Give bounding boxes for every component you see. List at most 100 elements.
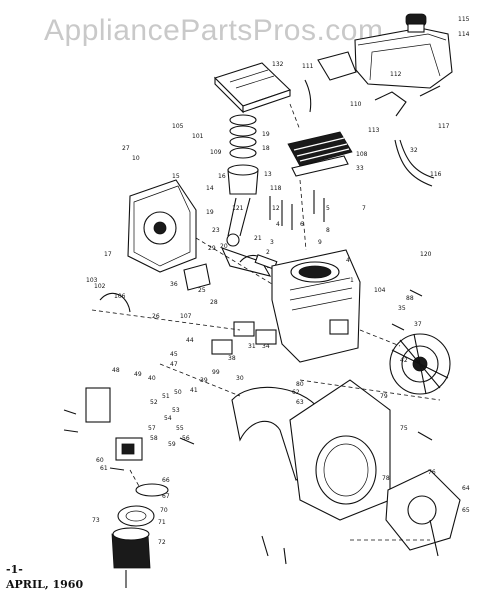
callout: 37 xyxy=(414,321,422,328)
cylinder-block xyxy=(271,249,361,363)
callout: 47 xyxy=(170,361,178,368)
callout: 73 xyxy=(92,517,100,524)
callout: 114 xyxy=(458,31,470,38)
part-callouts: 115 114 132 112 111 110 113 117 105 19 1… xyxy=(86,16,470,546)
callout: 55 xyxy=(176,425,184,432)
callout: 72 xyxy=(158,539,166,546)
callout: 27 xyxy=(122,145,130,152)
callout: 26 xyxy=(152,313,160,320)
carburetor xyxy=(111,437,169,569)
callout: 12 xyxy=(272,205,280,212)
piston-assembly xyxy=(226,114,259,247)
callout: 64 xyxy=(462,485,470,492)
callout: 36 xyxy=(170,281,178,288)
page-number: -1- xyxy=(6,563,23,576)
callout: 113 xyxy=(368,127,380,134)
callout: 17 xyxy=(104,251,112,258)
callout: 117 xyxy=(438,123,450,130)
callout: 106 xyxy=(114,293,126,300)
callout: 44 xyxy=(186,337,194,344)
callout: 65 xyxy=(462,507,470,514)
callout: 78 xyxy=(382,475,390,482)
callout: 76 xyxy=(428,469,436,476)
revision-date: APRIL, 1960 xyxy=(6,578,84,591)
callout: 16 xyxy=(218,173,226,180)
crankcase-cover xyxy=(127,179,197,273)
callout: 116 xyxy=(430,171,442,178)
callout: 115 xyxy=(458,16,470,23)
callout: 121 xyxy=(232,205,244,212)
crankshaft xyxy=(220,247,278,277)
callout: 35 xyxy=(398,305,406,312)
callout: 2 xyxy=(266,249,270,256)
callout: 25 xyxy=(198,287,206,294)
callout: 3 xyxy=(270,239,274,246)
callout: 39 xyxy=(200,377,208,384)
callout: 53 xyxy=(172,407,180,414)
callout: 63 xyxy=(296,399,304,406)
callout: 104 xyxy=(374,287,386,294)
callout: 59 xyxy=(168,441,176,448)
callout: 70 xyxy=(160,507,168,514)
callout: 31 xyxy=(248,343,256,350)
callout: 112 xyxy=(390,71,402,78)
callout: 58 xyxy=(150,435,158,442)
blower-housing xyxy=(231,379,391,521)
callout: 102 xyxy=(94,283,106,290)
callout: 18 xyxy=(262,145,270,152)
callout: 109 xyxy=(210,149,222,156)
callout: 101 xyxy=(192,133,204,140)
callout: 38 xyxy=(228,355,236,362)
callout: 99 xyxy=(212,369,220,376)
callout: 45 xyxy=(170,351,178,358)
callout: 60 xyxy=(96,457,104,464)
callout: 20 xyxy=(220,243,228,250)
callout: 41 xyxy=(190,387,198,394)
callout: 33 xyxy=(356,165,364,172)
callout: 34 xyxy=(262,343,270,350)
callout: 107 xyxy=(180,313,192,320)
callout: 105 xyxy=(172,123,184,130)
callout: 79 xyxy=(380,393,388,400)
callout: 108 xyxy=(356,151,368,158)
callout: 66 xyxy=(162,477,170,484)
callout: 62 xyxy=(292,389,300,396)
callout: 61 xyxy=(100,465,108,472)
callout: 54 xyxy=(164,415,172,422)
callout: 80 xyxy=(296,381,304,388)
callout: 48 xyxy=(112,367,120,374)
callout: 19 xyxy=(262,131,270,138)
callout: 4 xyxy=(276,221,280,228)
callout: 120 xyxy=(420,251,432,258)
callout: 6 xyxy=(300,221,304,228)
breather-assembly xyxy=(85,263,277,423)
callout: 50 xyxy=(174,389,182,396)
callout: 56 xyxy=(182,435,190,442)
fuel-tank xyxy=(354,13,453,89)
callout: 32 xyxy=(410,147,418,154)
callout: 8 xyxy=(326,227,330,234)
callout: 75 xyxy=(400,425,408,432)
callout: 67 xyxy=(162,493,170,500)
cylinder-head xyxy=(287,131,353,177)
tank-bracket xyxy=(304,51,441,187)
callout: 111 xyxy=(302,63,314,70)
assembly-leader-lines xyxy=(91,103,441,541)
callout: 42 xyxy=(400,357,408,364)
callout: 57 xyxy=(148,425,156,432)
callout: 51 xyxy=(162,393,170,400)
callout: 10 xyxy=(132,155,140,162)
callout: 5 xyxy=(326,205,330,212)
callout: 71 xyxy=(158,519,166,526)
callout: 52 xyxy=(150,399,158,406)
callout: 118 xyxy=(270,185,282,192)
callout: 19 xyxy=(206,209,214,216)
callout: 15 xyxy=(172,173,180,180)
callout: 103 xyxy=(86,277,98,284)
callout: 23 xyxy=(212,227,220,234)
fasteners xyxy=(63,190,433,588)
callout: 29 xyxy=(208,245,216,252)
flywheel xyxy=(389,333,451,395)
callout: 132 xyxy=(272,61,284,68)
